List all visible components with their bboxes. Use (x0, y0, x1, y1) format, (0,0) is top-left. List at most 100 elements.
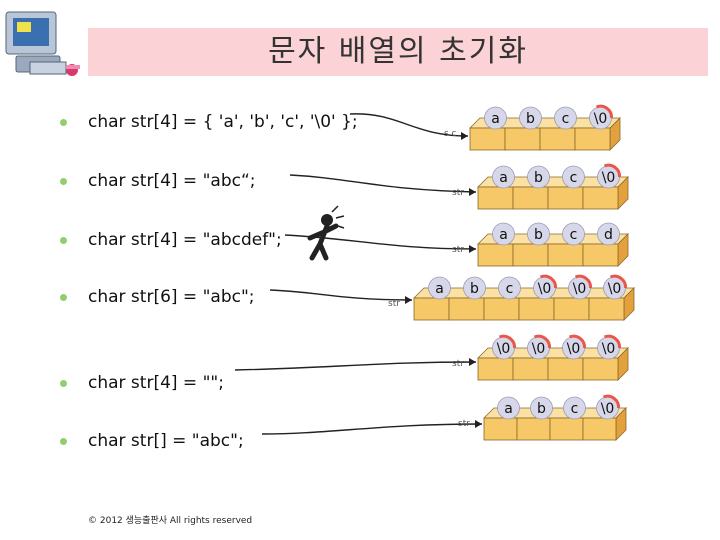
array-cell (483, 417, 518, 441)
value-ball (563, 396, 586, 420)
value-ball (597, 222, 620, 246)
value-ball (492, 222, 515, 246)
arrow-head (469, 188, 476, 196)
bullet-dot (60, 294, 67, 301)
bullet-text-2: char str[4] = "abc“; (88, 171, 256, 191)
value-ball (497, 396, 520, 420)
null-marker (498, 334, 517, 349)
cell-value: b (534, 170, 543, 186)
array-cell (547, 186, 584, 210)
connector-arrow (349, 113, 469, 137)
array-cell (588, 297, 625, 321)
cell-value: \0 (538, 281, 552, 297)
null-marker (574, 274, 593, 289)
cell-value: b (534, 227, 543, 243)
cell-value: a (491, 111, 500, 127)
bullet-dot (60, 237, 67, 244)
copyright-footer: © 2012 생능출판사 All rights reserved (88, 516, 253, 526)
value-ball (492, 165, 515, 189)
null-marker (603, 334, 622, 349)
null-marker (602, 394, 621, 409)
value-ball (527, 222, 550, 246)
bullet-text-5: char str[4] = ""; (88, 373, 224, 393)
cell-value: \0 (594, 111, 608, 127)
value-ball (498, 276, 521, 300)
cell-value: d (604, 227, 613, 243)
cell-value: a (499, 227, 508, 243)
arrow-head (469, 358, 476, 366)
null-marker (595, 104, 614, 119)
page-title: 문자 배열의 초기화 (268, 34, 528, 69)
null-marker (603, 163, 622, 178)
array-cell (477, 186, 514, 210)
arrow-head (475, 420, 482, 428)
array-label: s c (444, 129, 457, 139)
array-cell (512, 243, 549, 267)
cell-value: c (562, 111, 570, 127)
cell-value: c (570, 227, 578, 243)
null-marker (539, 274, 558, 289)
array-cell (518, 297, 555, 321)
connector-arrow (269, 289, 413, 301)
bullet-dot (60, 119, 67, 126)
array-cell (574, 127, 611, 151)
value-ball (428, 276, 451, 300)
array-cell (582, 243, 619, 267)
cell-value: \0 (567, 341, 581, 357)
cell-value: a (499, 170, 508, 186)
cell-value: \0 (602, 341, 616, 357)
array-cell (477, 357, 514, 381)
array-cell (582, 357, 619, 381)
cell-value: \0 (601, 401, 615, 417)
bullet-dot (60, 438, 67, 445)
cell-value: \0 (497, 341, 511, 357)
null-marker (533, 334, 552, 349)
cell-value: b (470, 281, 479, 297)
array-cell (512, 186, 549, 210)
cell-value: \0 (573, 281, 587, 297)
array-cell (512, 357, 549, 381)
value-ball (530, 396, 553, 420)
bullet-text-1: char str[4] = { 'a', 'b', 'c', '\0' }; (88, 112, 358, 132)
bullet-text-4: char str[6] = "abc"; (88, 287, 255, 307)
value-ball (519, 106, 542, 130)
bullet-text-3: char str[4] = "abcdef"; (88, 230, 282, 250)
arrow-head (405, 296, 412, 304)
arrow-head (461, 132, 468, 140)
cell-value: \0 (608, 281, 622, 297)
array-cell (582, 417, 617, 441)
array-label: str (388, 299, 400, 309)
connector-arrow (234, 361, 477, 371)
bullet-dot (60, 178, 67, 185)
array-label: str (452, 359, 464, 369)
value-ball (562, 165, 585, 189)
bullet-dot (60, 380, 67, 387)
cell-value: \0 (532, 341, 546, 357)
array-cell (549, 417, 584, 441)
array-cell (483, 297, 520, 321)
array-cell (516, 417, 551, 441)
connector-arrow (261, 423, 483, 435)
array-cell (553, 297, 590, 321)
null-marker (568, 334, 587, 349)
cell-value: b (526, 111, 535, 127)
cell-value: c (571, 401, 579, 417)
cell-value: a (504, 401, 513, 417)
array-cell (469, 127, 506, 151)
value-ball (562, 222, 585, 246)
array-cell (582, 186, 619, 210)
cell-value: c (570, 170, 578, 186)
bullet-text-6: char str[] = "abc"; (88, 431, 244, 451)
array-label: str (458, 419, 470, 429)
cell-value: c (506, 281, 514, 297)
connector-arrow (289, 174, 477, 193)
cell-value: \0 (602, 170, 616, 186)
connector-arrow (284, 234, 477, 250)
value-ball (554, 106, 577, 130)
array-cell (547, 243, 584, 267)
cell-value: b (537, 401, 546, 417)
null-marker (609, 274, 628, 289)
array-cell (413, 297, 450, 321)
value-ball (484, 106, 507, 130)
array-cell (539, 127, 576, 151)
